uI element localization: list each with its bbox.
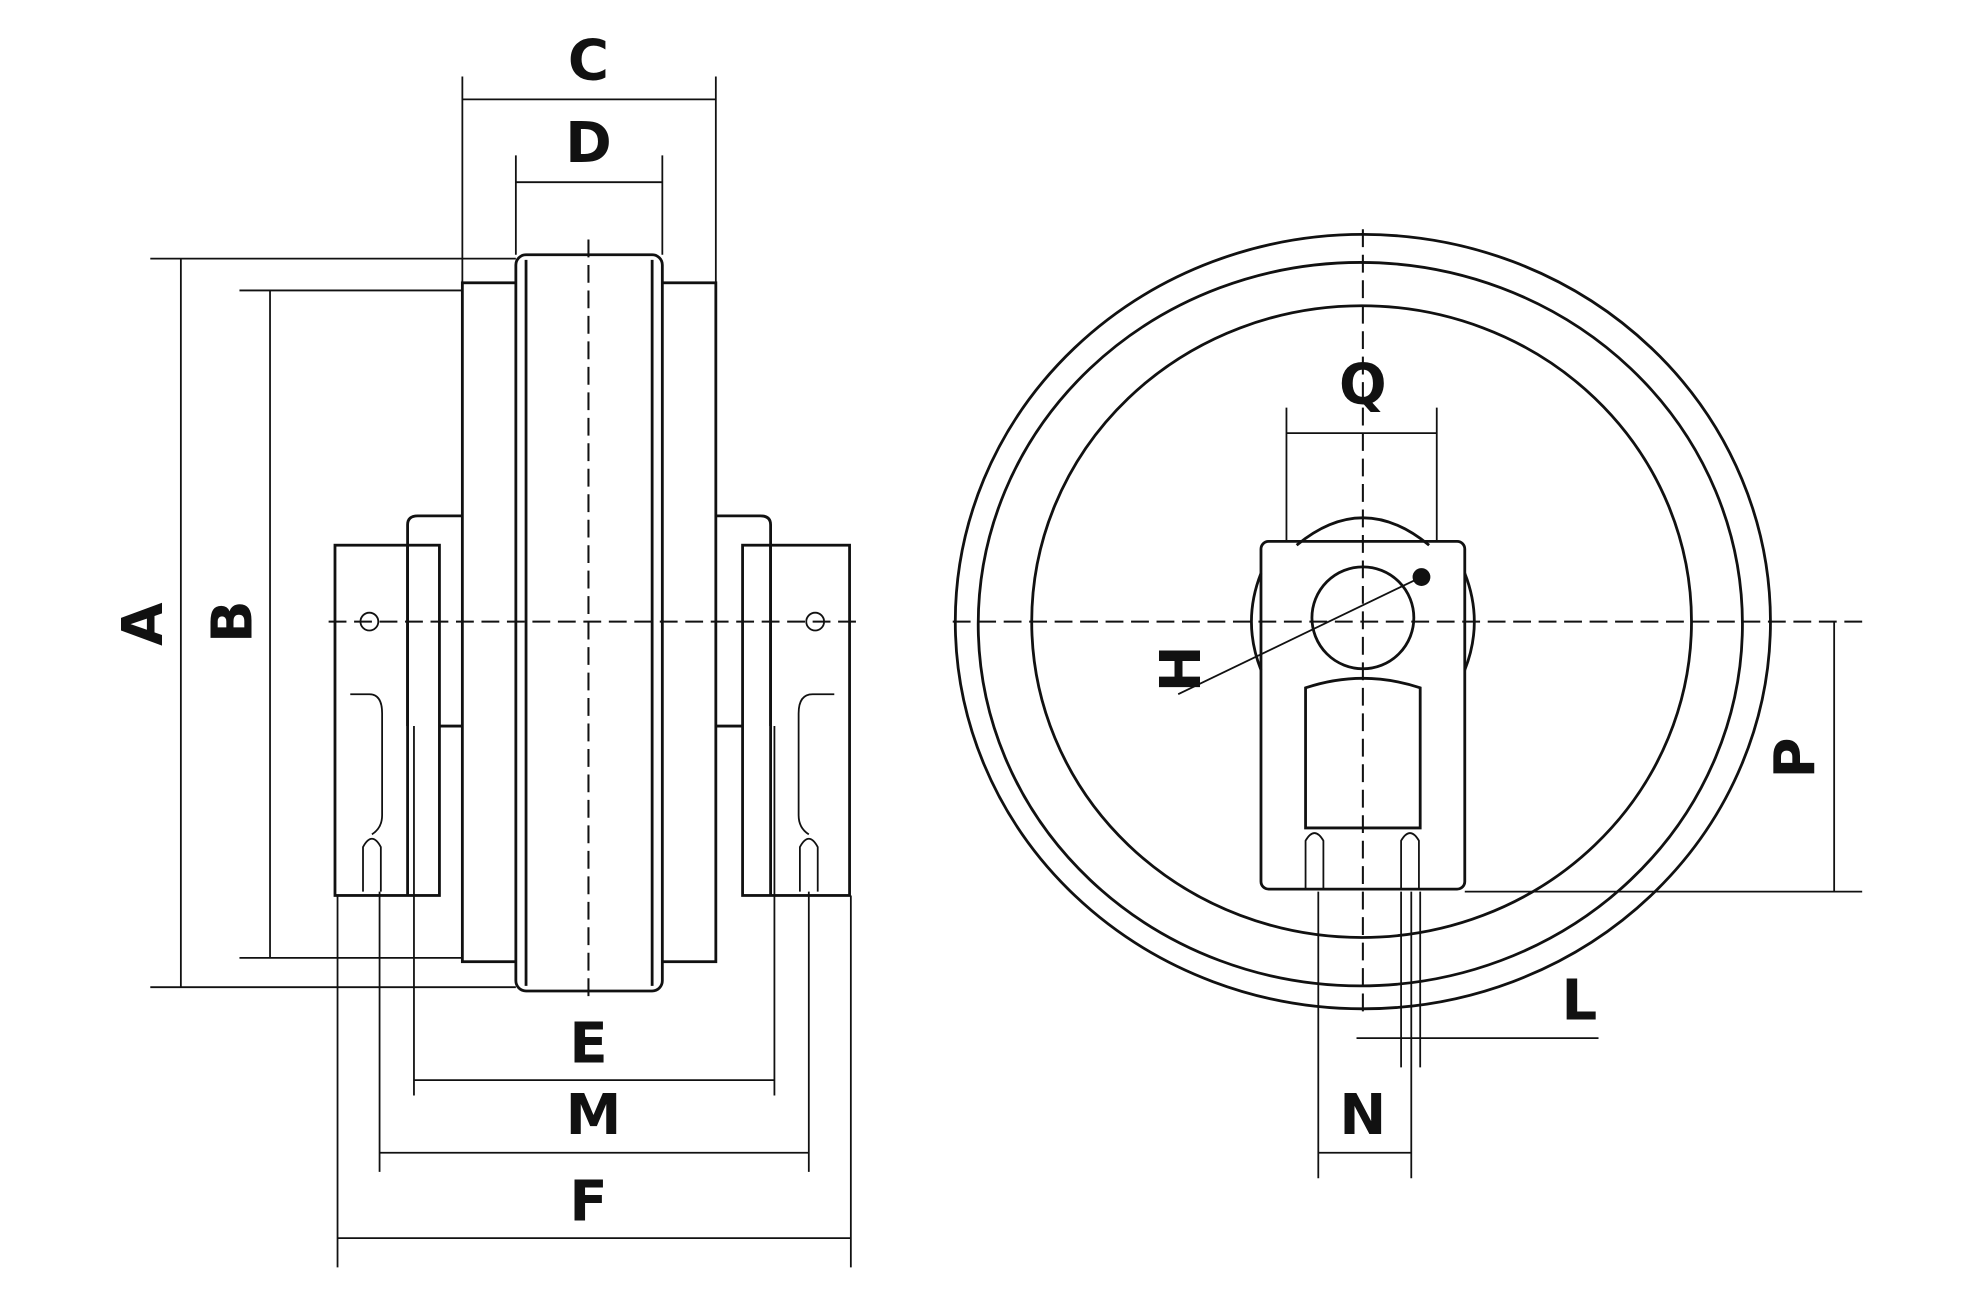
label-n: N <box>1339 1083 1386 1148</box>
right-collar <box>715 514 773 727</box>
label-p: P <box>1763 737 1828 778</box>
side-view <box>150 76 860 1268</box>
label-q: Q <box>1339 353 1387 418</box>
label-d: D <box>565 111 612 176</box>
label-f: F <box>569 1170 607 1235</box>
label-m: M <box>566 1083 622 1148</box>
slot <box>1304 676 1422 830</box>
front-view <box>952 229 1863 1179</box>
label-h: H <box>1149 645 1214 692</box>
label-a: A <box>111 602 176 646</box>
label-c: C <box>568 28 609 93</box>
label-e: E <box>569 1012 607 1077</box>
left-bracket <box>333 543 441 897</box>
right-bracket <box>741 543 851 897</box>
label-l: L <box>1562 968 1598 1033</box>
left-collar <box>406 514 462 727</box>
label-b: B <box>200 600 265 643</box>
